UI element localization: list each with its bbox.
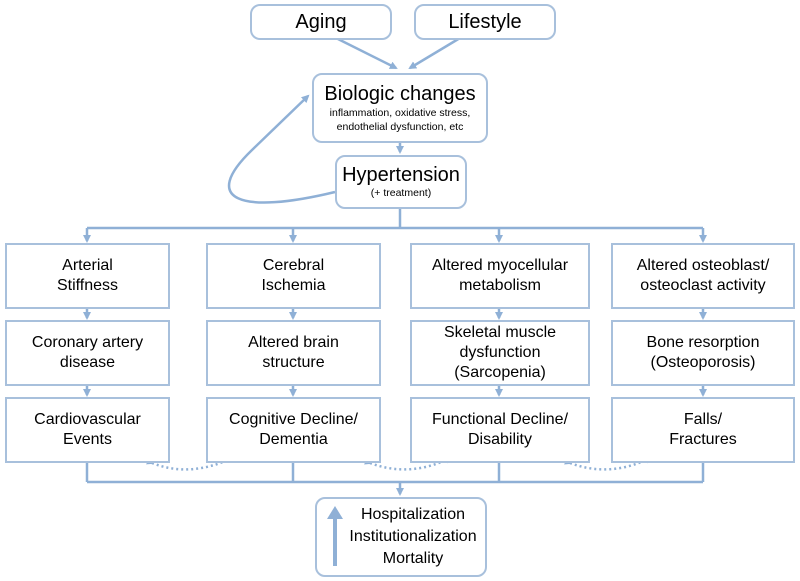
hypertension-box: Hypertension (+ treatment) [335,155,467,209]
hypertension-title: Hypertension [342,164,460,186]
box-line: Disability [467,431,532,448]
box-line: Cerebral [262,257,325,274]
cognitive-decline-box: Cognitive Decline/ Dementia [206,397,381,463]
falls-fractures-box: Falls/ Fractures [611,397,795,463]
outcomes-list: Hospitalization Institutionalization Mor… [349,504,476,570]
cardiovascular-events-box: Cardiovascular Events [5,397,170,463]
box-line: Functional Decline/ [431,411,569,428]
osteoblast-activity-box: Altered osteoblast/ osteoclast activity [611,243,795,309]
bone-resorption-box: Bone resorption (Osteoporosis) [611,320,795,386]
arrow-aging-to-biologic [335,36,398,70]
dotted-arrow-2-3 [364,456,452,471]
aging-box: Aging [250,4,392,40]
box-line: Stiffness [56,277,119,294]
biologic-changes-title: Biologic changes [324,82,476,105]
outcome-institutionalization: Institutionalization [349,528,477,545]
box-line: Bone resorption [646,334,760,351]
box-line: Events [63,431,112,448]
box-line: Skeletal muscle [443,324,557,341]
lifestyle-box: Lifestyle [414,4,556,40]
cerebral-ischemia-box: Cerebral Ischemia [206,243,381,309]
outcome-mortality: Mortality [382,550,444,567]
myocellular-metabolism-box: Altered myocellular metabolism [410,243,590,309]
box-line: Altered osteoblast/ [636,257,770,274]
lifestyle-label: Lifestyle [448,10,522,33]
box-line: Cardiovascular [34,411,141,428]
biologic-changes-detail-1: inflammation, oxidative stress, [329,106,471,119]
box-line: dysfunction (Sarcopenia) [454,344,546,381]
hypertension-subtitle: (+ treatment) [370,187,432,199]
box-line: (Osteoporosis) [650,354,756,371]
box-line: Altered brain [248,334,339,351]
skeletal-muscle-dysfunction-box: Skeletal muscle dysfunction (Sarcopenia) [410,320,590,386]
biologic-changes-detail-2: endothelial dysfunction, etc [336,120,464,133]
box-line: structure [262,354,325,371]
box-line: disease [59,354,116,371]
box-line: Falls/ [683,411,723,428]
outcomes-box: Hospitalization Institutionalization Mor… [315,497,487,577]
aging-label: Aging [295,10,347,33]
box-line: metabolism [459,277,541,294]
box-line: Altered myocellular [431,257,569,274]
box-line: Dementia [259,431,328,448]
arrow-feedback-loop [228,94,336,204]
biologic-changes-box: Biologic changes inflammation, oxidative… [312,73,488,143]
coronary-artery-disease-box: Coronary artery disease [5,320,170,386]
box-line: Fractures [669,431,737,448]
arterial-stiffness-box: Arterial Stiffness [5,243,170,309]
outcome-hospitalization: Hospitalization [360,506,466,523]
box-line: Cognitive Decline/ [229,411,358,428]
box-line: Ischemia [261,277,326,294]
dotted-arrow-3-4 [564,456,652,471]
altered-brain-structure-box: Altered brain structure [206,320,381,386]
box-line: Coronary artery [31,334,144,351]
arrow-lifestyle-to-biologic [408,36,461,70]
box-line: Arterial [62,257,113,274]
box-line: osteoclast activity [640,277,766,294]
functional-decline-box: Functional Decline/ Disability [410,397,590,463]
